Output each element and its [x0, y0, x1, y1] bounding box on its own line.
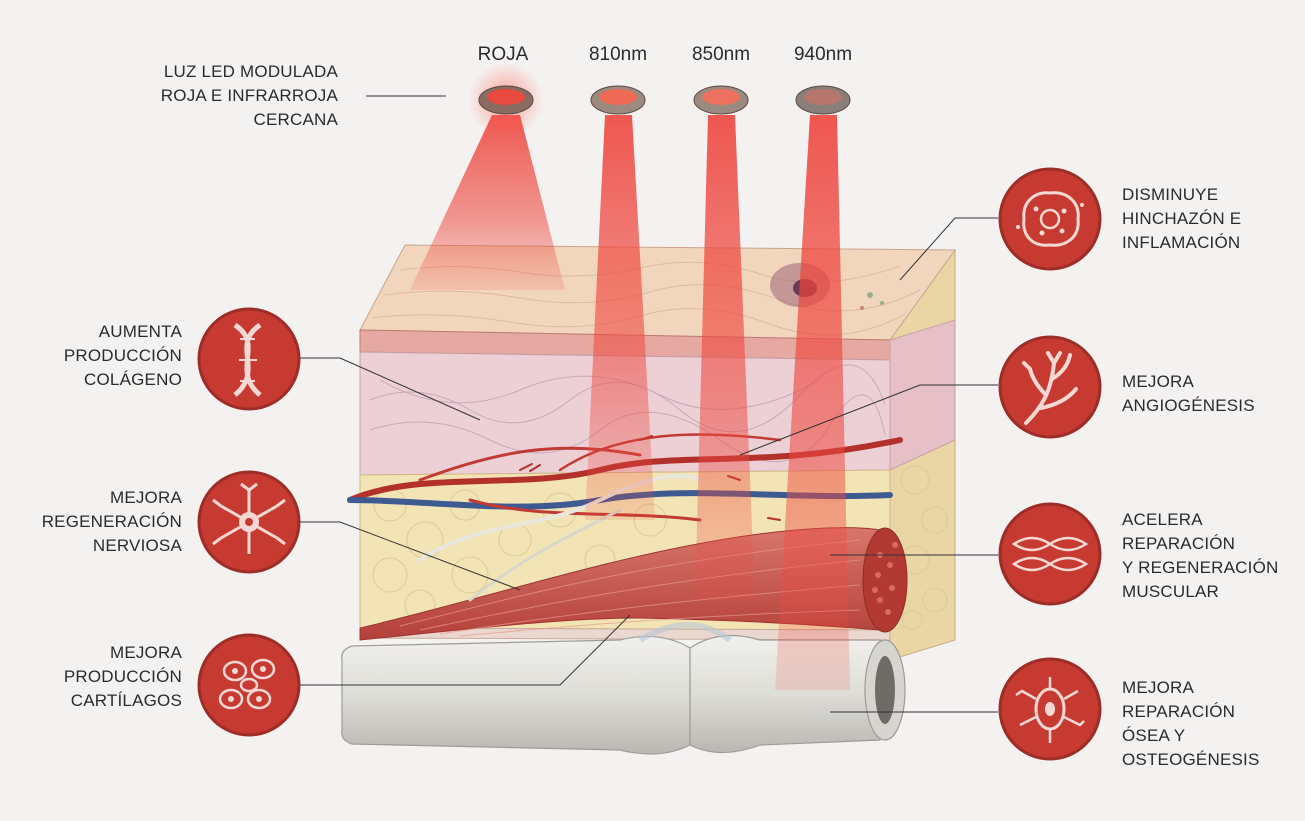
- benefit-cartilage-line-3: CARTÍLAGOS: [70, 691, 182, 710]
- osteocyte-icon: [998, 657, 1102, 761]
- benefit-inflammation-line-1: DISMINUYE: [1122, 185, 1219, 204]
- benefit-nerve-label: MEJORA REGENERACIÓN NERVIOSA: [40, 486, 182, 558]
- emitter-label-roja: ROJA: [477, 44, 529, 65]
- header-title-line-2: ROJA E INFRARROJA: [160, 86, 338, 105]
- benefit-bone-line-2: REPARACIÓN: [1122, 702, 1236, 721]
- beam-roja: [410, 115, 565, 290]
- benefit-inflammation-label: DISMINUYE HINCHAZÓN E INFLAMACIÓN: [1122, 183, 1292, 255]
- benefit-bone-label: MEJORA REPARACIÓN ÓSEA Y OSTEOGÉNESIS: [1122, 676, 1292, 772]
- benefit-bone-line-1: MEJORA: [1122, 678, 1195, 697]
- benefit-cartilage-line-1: MEJORA: [109, 643, 182, 662]
- cartilage-cells-icon: [197, 633, 301, 737]
- beam-940: [775, 115, 850, 690]
- emitter-label-810: 810nm: [588, 44, 648, 65]
- benefit-muscle-label: ACELERA REPARACIÓN Y REGENERACIÓN MUSCUL…: [1122, 508, 1297, 604]
- header-title: LUZ LED MODULADA ROJA E INFRARROJA CERCA…: [108, 60, 338, 132]
- beam-850: [695, 115, 755, 600]
- led-emitter-940: [795, 85, 851, 115]
- leader-lines: [300, 95, 998, 713]
- muscle-fiber-icon: [998, 502, 1102, 606]
- led-emitter-810: [590, 85, 646, 115]
- benefit-muscle-line-3: Y REGENERACIÓN: [1122, 558, 1279, 577]
- blood-vessel-branch-icon: [998, 335, 1102, 439]
- benefit-inflammation-line-2: HINCHAZÓN E: [1122, 209, 1242, 228]
- benefit-nerve-line-2: REGENERACIÓN: [41, 512, 182, 531]
- benefit-collagen-label: AUMENTA PRODUCCIÓN COLÁGENO: [40, 320, 182, 392]
- emitter-label-850: 850nm: [691, 44, 751, 65]
- benefit-collagen-line-3: COLÁGENO: [84, 370, 182, 389]
- led-emitter-roja: [468, 62, 544, 138]
- collagen-helix-icon: [197, 307, 301, 411]
- header-title-line-1: LUZ LED MODULADA: [163, 62, 338, 81]
- benefit-angiogenesis-line-2: ANGIOGÉNESIS: [1122, 396, 1255, 415]
- beam-810: [585, 115, 655, 520]
- benefit-bone-line-4: OSTEOGÉNESIS: [1122, 750, 1260, 769]
- benefit-nerve-line-1: MEJORA: [109, 488, 182, 507]
- benefit-muscle-line-4: MUSCULAR: [1122, 582, 1220, 601]
- light-beams: [410, 115, 850, 690]
- led-emitter-850: [693, 85, 749, 115]
- benefit-nerve-line-3: NERVIOSA: [92, 536, 182, 555]
- benefit-collagen-line-2: PRODUCCIÓN: [63, 346, 182, 365]
- inflammation-cell-icon: [998, 167, 1102, 271]
- emitter-label-940: 940nm: [793, 44, 853, 65]
- benefit-muscle-line-2: REPARACIÓN: [1122, 534, 1236, 553]
- benefit-cartilage-line-2: PRODUCCIÓN: [63, 667, 182, 686]
- benefit-cartilage-label: MEJORA PRODUCCIÓN CARTÍLAGOS: [40, 641, 182, 713]
- benefit-angiogenesis-label: MEJORA ANGIOGÉNESIS: [1122, 370, 1292, 418]
- header-title-line-3: CERCANA: [253, 110, 338, 129]
- neuron-icon: [197, 470, 301, 574]
- benefit-muscle-line-1: ACELERA: [1122, 510, 1203, 529]
- benefit-bone-line-3: ÓSEA Y: [1122, 726, 1186, 745]
- benefit-inflammation-line-3: INFLAMACIÓN: [1122, 233, 1241, 252]
- benefit-collagen-line-1: AUMENTA: [98, 322, 182, 341]
- benefit-angiogenesis-line-1: MEJORA: [1122, 372, 1195, 391]
- bone-joint: [341, 622, 906, 755]
